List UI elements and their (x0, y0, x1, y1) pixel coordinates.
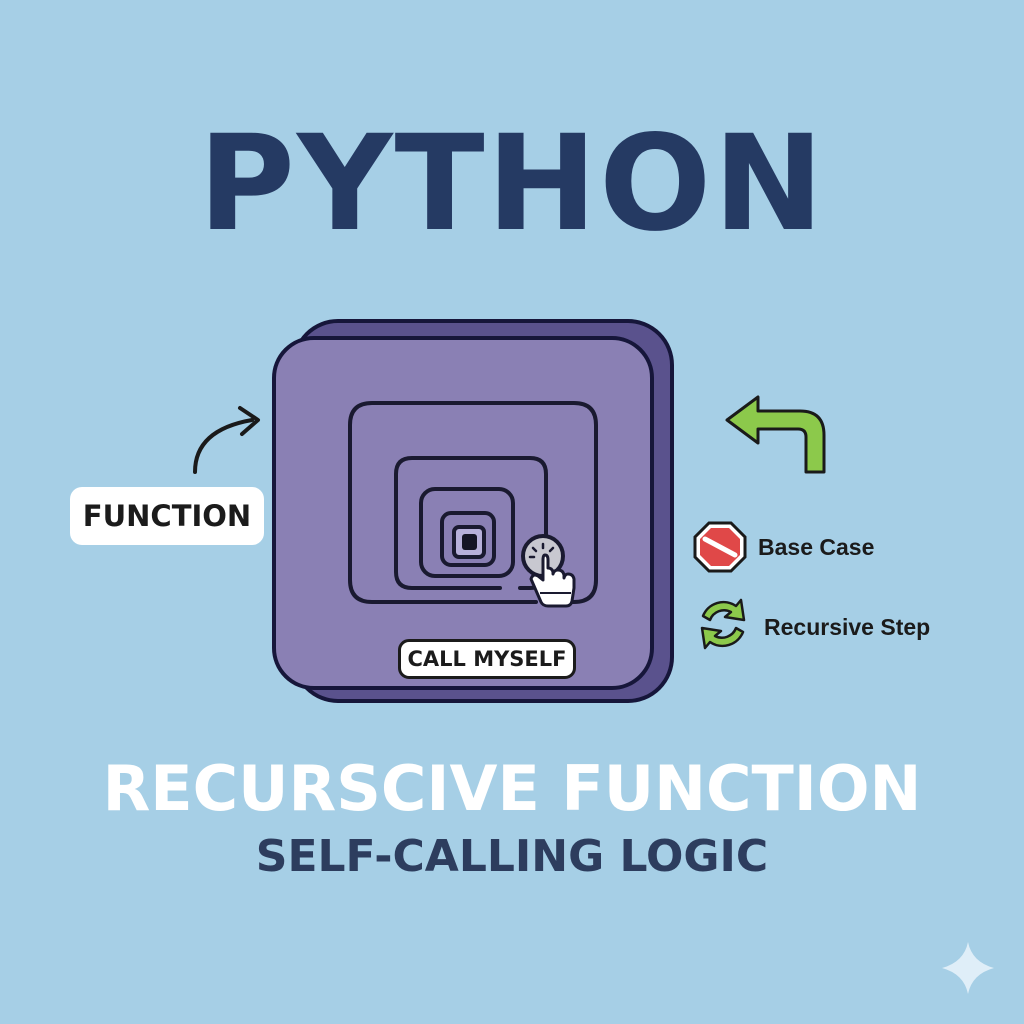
recursion-frame-core (440, 511, 496, 567)
recursion-frame-inner (419, 487, 515, 578)
return-arrow-icon (725, 395, 826, 474)
main-heading: RECURSCIVE FUNCTION (102, 752, 922, 825)
function-label: FUNCTION (70, 487, 264, 545)
legend-recursive-step: Recursive Step (764, 614, 931, 640)
recursion-frame-outer (348, 401, 598, 604)
page-title: PYTHON (198, 107, 826, 261)
click-ripple-icon (528, 542, 555, 559)
sparkle-icon (942, 942, 994, 994)
cycle-arrows-icon (700, 598, 746, 650)
recursion-core-dot (462, 534, 477, 550)
entry-arrowhead (238, 406, 260, 436)
sub-heading: SELF-CALLING LOGIC (255, 831, 769, 882)
entry-arrow (193, 418, 254, 474)
legend-base-case: Base Case (758, 534, 875, 560)
call-myself-label: CALL MYSELF (398, 639, 576, 679)
